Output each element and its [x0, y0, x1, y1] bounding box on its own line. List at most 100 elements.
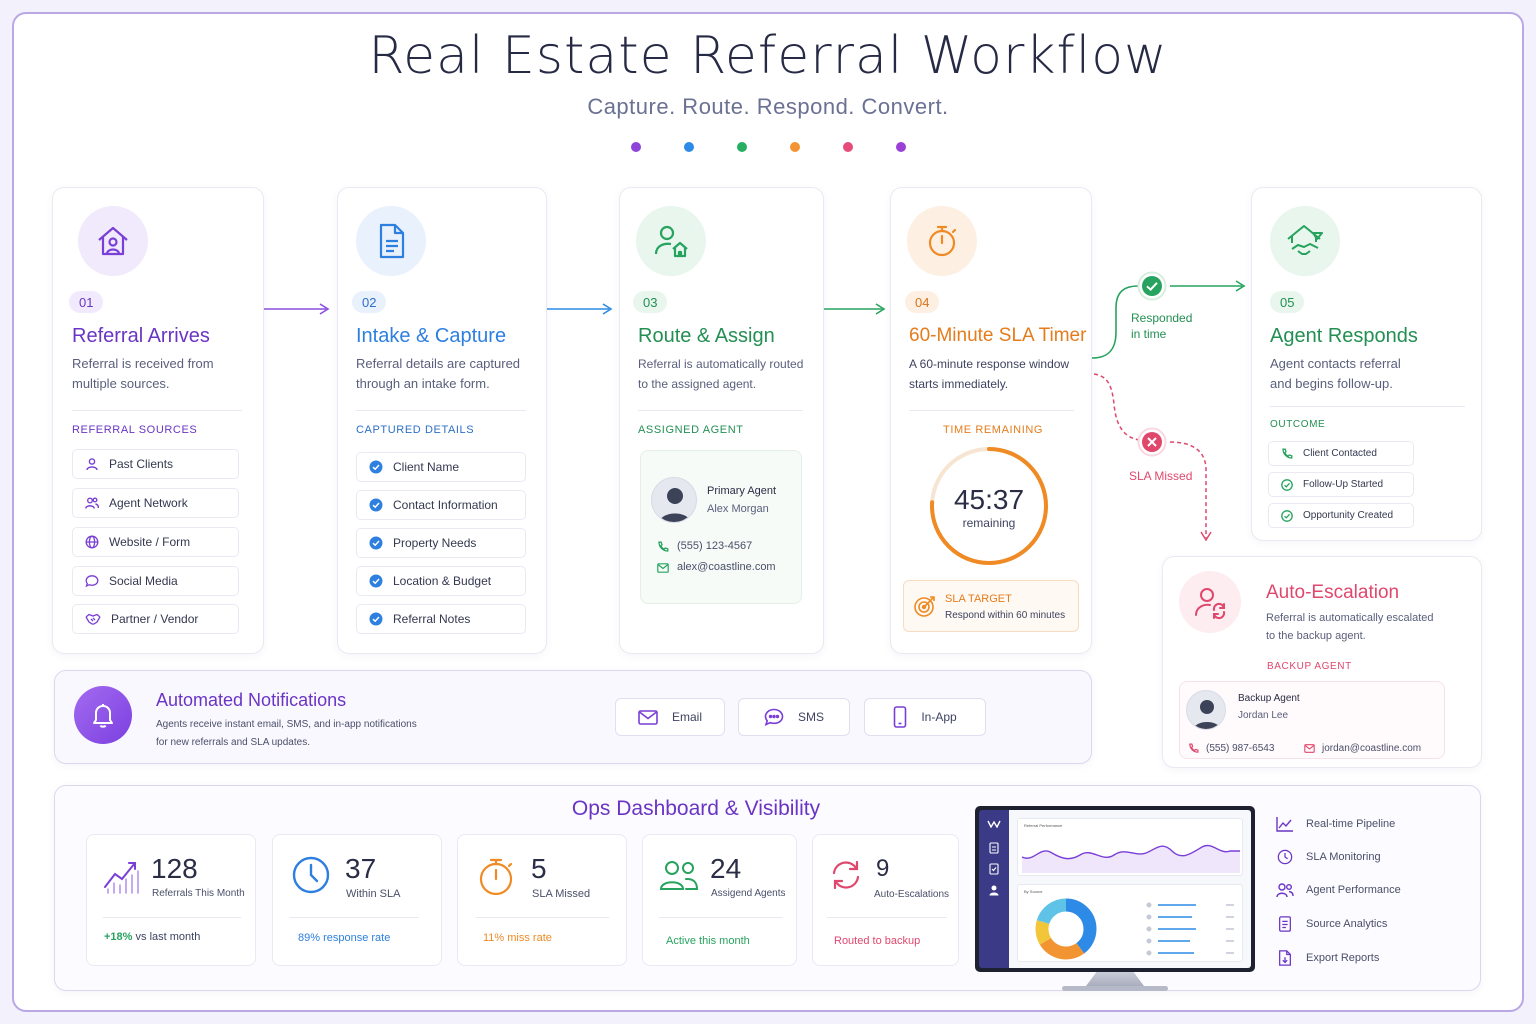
step-title: 60-Minute SLA Timer: [909, 325, 1087, 346]
kpi-referrals[interactable]: 128 Referrals This Month +18% vs last mo…: [86, 834, 256, 966]
backup-agent-email[interactable]: jordan@coastline.com: [1322, 743, 1422, 754]
phone-icon: [1282, 448, 1293, 459]
stopwatch-icon: [479, 858, 513, 896]
trend-chart-icon: [104, 862, 139, 894]
agent-email[interactable]: alex@coastline.com: [677, 561, 776, 573]
channel-sms-button[interactable]: SMS: [738, 698, 850, 736]
section-label: CAPTURED DETAILS: [356, 424, 475, 436]
source-website-form[interactable]: Website / Form: [72, 527, 239, 557]
kpi-value: 9: [876, 855, 890, 882]
kpi-auto-escalations[interactable]: 9 Auto-Escalations Routed to backup: [812, 834, 959, 966]
detail-property-needs[interactable]: Property Needs: [356, 528, 526, 558]
timer-label: remaining: [962, 516, 1016, 530]
assigned-agent-card[interactable]: Primary Agent Alex Morgan (555) 123-4567…: [640, 450, 802, 604]
house-handshake-icon: [1270, 206, 1340, 276]
branch-missed-label: SLA Missed: [1129, 469, 1193, 483]
feature-export-reports[interactable]: Export Reports: [1276, 950, 1379, 966]
outcome-follow-up-started[interactable]: Follow-Up Started: [1268, 472, 1414, 497]
kpi-trend: Routed to backup: [834, 935, 921, 947]
kpi-label: Auto-Escalations: [874, 889, 950, 900]
kpi-value: 128: [151, 853, 198, 884]
monitor-base: [1062, 986, 1168, 991]
kpi-trend: Active this month: [666, 935, 750, 947]
step-desc-line-2: to the assigned agent.: [638, 377, 757, 391]
kpi-label: Assigend Agents: [711, 888, 786, 899]
mail-icon: [1304, 744, 1315, 753]
section-label: BACKUP AGENT: [1267, 661, 1352, 672]
detail-client-name[interactable]: Client Name: [356, 452, 526, 482]
channel-email-button[interactable]: Email: [615, 698, 725, 736]
mobile-phone-icon: [894, 706, 907, 728]
notifications-desc-line-1: Agents receive instant email, SMS, and i…: [156, 719, 417, 730]
step-number: 03: [633, 291, 668, 313]
channel-in-app-button[interactable]: In-App: [864, 698, 986, 736]
house-user-icon: [78, 206, 148, 276]
step-desc-line-2: and begins follow-up.: [1270, 376, 1393, 391]
step-number: 05: [1270, 291, 1305, 313]
kpi-sla-missed[interactable]: 5 SLA Missed 11% miss rate: [457, 834, 627, 966]
feature-source-analytics[interactable]: Source Analytics: [1276, 916, 1387, 932]
detail-referral-notes[interactable]: Referral Notes: [356, 604, 526, 634]
check-circle-icon: [1137, 271, 1167, 301]
mail-icon: [657, 563, 669, 573]
kpi-label: Referrals This Month: [152, 888, 245, 899]
section-label: OUTCOME: [1270, 419, 1326, 430]
source-past-clients[interactable]: Past Clients: [72, 449, 239, 479]
agent-role: Primary Agent: [707, 485, 777, 497]
bell-icon: [74, 686, 132, 744]
detail-location-budget[interactable]: Location & Budget: [356, 566, 526, 596]
feature-sla-monitoring[interactable]: SLA Monitoring: [1276, 849, 1381, 865]
line-chart-mark: [1022, 844, 1240, 873]
mail-icon: [638, 709, 658, 725]
step-number: 01: [69, 291, 104, 313]
step-title: Referral Arrives: [72, 325, 210, 347]
accent-dot: [895, 142, 906, 152]
escalation-desc-line-1: Referral is automatically escalated: [1266, 612, 1434, 624]
accent-dot: [683, 142, 694, 152]
backup-agent-card[interactable]: Backup Agent Jordan Lee (555) 987-6543 j…: [1179, 681, 1445, 759]
backup-agent-phone[interactable]: (555) 987-6543: [1206, 743, 1275, 754]
document-icon: [989, 842, 999, 854]
check-circle-icon: [369, 460, 383, 474]
donut-chart-mark: [1035, 898, 1097, 960]
globe-icon: [85, 535, 99, 549]
users-icon: [659, 861, 699, 890]
legend-bars-mark: [1146, 902, 1234, 956]
sla-target-label: SLA TARGET: [945, 593, 1012, 605]
kpi-within-sla[interactable]: 37 Within SLA 89% response rate: [272, 834, 442, 966]
escalation-title: Auto-Escalation: [1266, 582, 1400, 603]
users-icon: [1276, 883, 1294, 898]
backup-agent-role: Backup Agent: [1238, 693, 1300, 704]
outcome-client-contacted[interactable]: Client Contacted: [1268, 441, 1414, 466]
target-icon: [914, 596, 935, 617]
step-card-agent-responds: 05 Agent Responds Agent contacts referra…: [1251, 187, 1482, 541]
agent-phone[interactable]: (555) 123-4567: [677, 540, 753, 552]
notifications-panel: Automated Notifications Agents receive i…: [54, 670, 1092, 764]
check-circle-outline-icon: [1281, 509, 1293, 522]
outcome-opportunity-created[interactable]: Opportunity Created: [1268, 503, 1414, 528]
step-desc-line-1: A 60-minute response window: [909, 357, 1070, 371]
feature-agent-performance[interactable]: Agent Performance: [1276, 882, 1401, 898]
section-label: TIME REMAINING: [943, 424, 1044, 436]
clock-icon: [292, 856, 330, 894]
detail-contact-information[interactable]: Contact Information: [356, 490, 526, 520]
branch-responded-label-2: in time: [1131, 327, 1167, 341]
source-social-media[interactable]: Social Media: [72, 566, 239, 596]
notifications-title: Automated Notifications: [156, 690, 347, 710]
monitor-sidebar: [979, 810, 1009, 968]
accent-dot: [630, 142, 641, 152]
step-desc-line-1: Referral is received from: [72, 356, 214, 371]
sla-target-desc: Respond within 60 minutes: [945, 610, 1066, 621]
feature-real-time-pipeline[interactable]: Real-time Pipeline: [1276, 816, 1395, 832]
handshake-icon: [85, 613, 101, 625]
kpi-assigned-agents[interactable]: 24 Assigend Agents Active this month: [642, 834, 797, 966]
source-partner-vendor[interactable]: Partner / Vendor: [72, 604, 239, 634]
auto-escalation-card: Auto-Escalation Referral is automaticall…: [1162, 556, 1482, 768]
chart-icon: [1276, 817, 1293, 832]
kpi-trend: 89% response rate: [298, 932, 391, 944]
source-agent-network[interactable]: Agent Network: [72, 488, 239, 518]
kpi-value: 37: [345, 853, 377, 884]
page-subtitle: Capture. Route. Respond. Convert.: [587, 94, 949, 119]
accent-dots: [0, 142, 1536, 152]
step-card-referral-arrives: 01 Referral Arrives Referral is received…: [52, 187, 264, 654]
